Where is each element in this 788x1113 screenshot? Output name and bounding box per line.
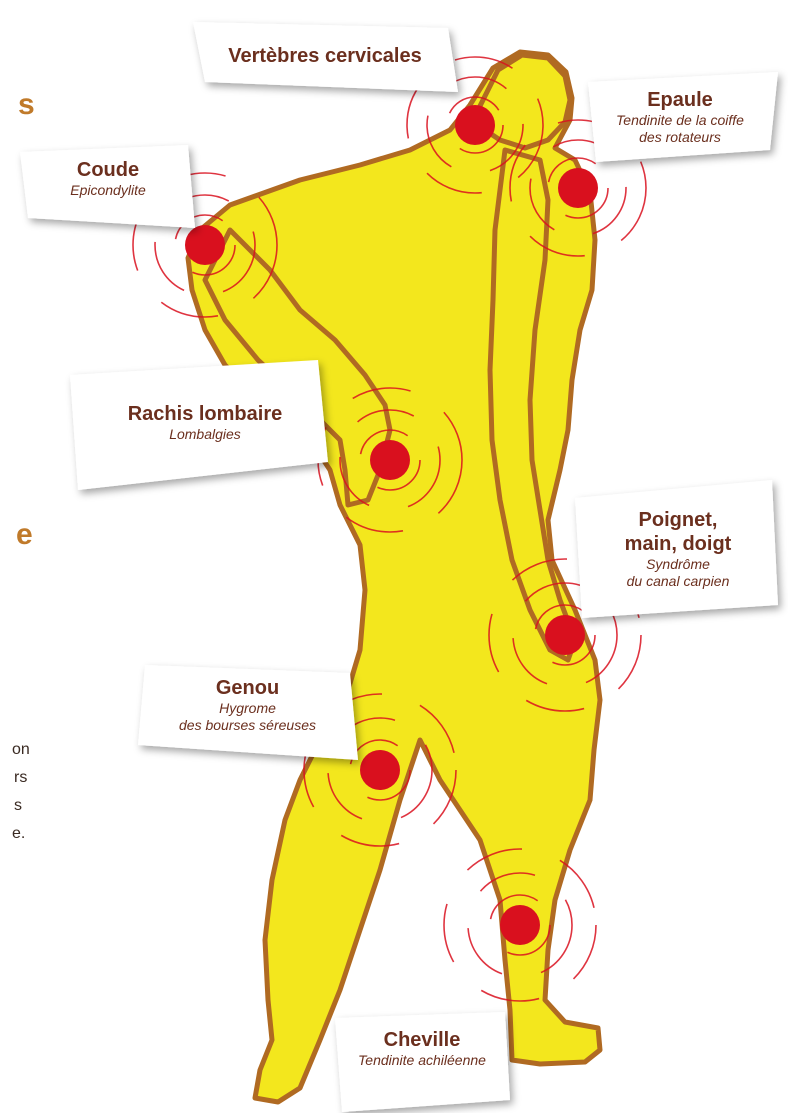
- hotspot-dot: [360, 750, 400, 790]
- label-epaule-title: Epaule: [590, 88, 770, 112]
- label-cervicales-title: Vertèbres cervicales: [200, 44, 450, 68]
- edge-body-line-1: on: [12, 738, 30, 762]
- label-lombaire: Rachis lombaire Lombalgies: [90, 402, 320, 443]
- edge-body-line-3: s: [14, 794, 22, 818]
- label-coude-title: Coude: [28, 158, 188, 182]
- label-epaule-sub: Tendinite de la coiffe des rotateurs: [590, 112, 770, 146]
- label-genou: Genou Hygrome des bourses séreuses: [145, 676, 350, 734]
- edge-heading-top: s: [18, 88, 35, 122]
- label-poignet: Poignet, main, doigt Syndrôme du canal c…: [590, 508, 766, 590]
- label-lombaire-sub: Lombalgies: [90, 426, 320, 443]
- label-genou-sub: Hygrome des bourses séreuses: [145, 700, 350, 734]
- human-silhouette: [188, 52, 600, 1102]
- label-coude: Coude Epicondylite: [28, 158, 188, 199]
- label-lombaire-title: Rachis lombaire: [90, 402, 320, 426]
- label-cervicales: Vertèbres cervicales: [200, 44, 450, 68]
- label-epaule: Epaule Tendinite de la coiffe des rotate…: [590, 88, 770, 146]
- edge-body-line-2: rs: [14, 766, 27, 790]
- label-cheville: Cheville Tendinite achiléenne: [338, 1028, 506, 1069]
- hotspot-dot: [185, 225, 225, 265]
- hotspot-dot: [455, 105, 495, 145]
- label-genou-title: Genou: [145, 676, 350, 700]
- edge-heading-mid: e: [16, 518, 33, 552]
- edge-body-line-4: e.: [12, 822, 25, 846]
- label-cheville-sub: Tendinite achiléenne: [338, 1052, 506, 1069]
- label-cheville-title: Cheville: [338, 1028, 506, 1052]
- label-coude-sub: Epicondylite: [28, 182, 188, 199]
- hotspot-dot: [500, 905, 540, 945]
- label-poignet-sub: Syndrôme du canal carpien: [590, 556, 766, 590]
- hotspot-dot: [545, 615, 585, 655]
- hotspot-dot: [370, 440, 410, 480]
- hotspot-dot: [558, 168, 598, 208]
- label-poignet-title: Poignet, main, doigt: [590, 508, 766, 556]
